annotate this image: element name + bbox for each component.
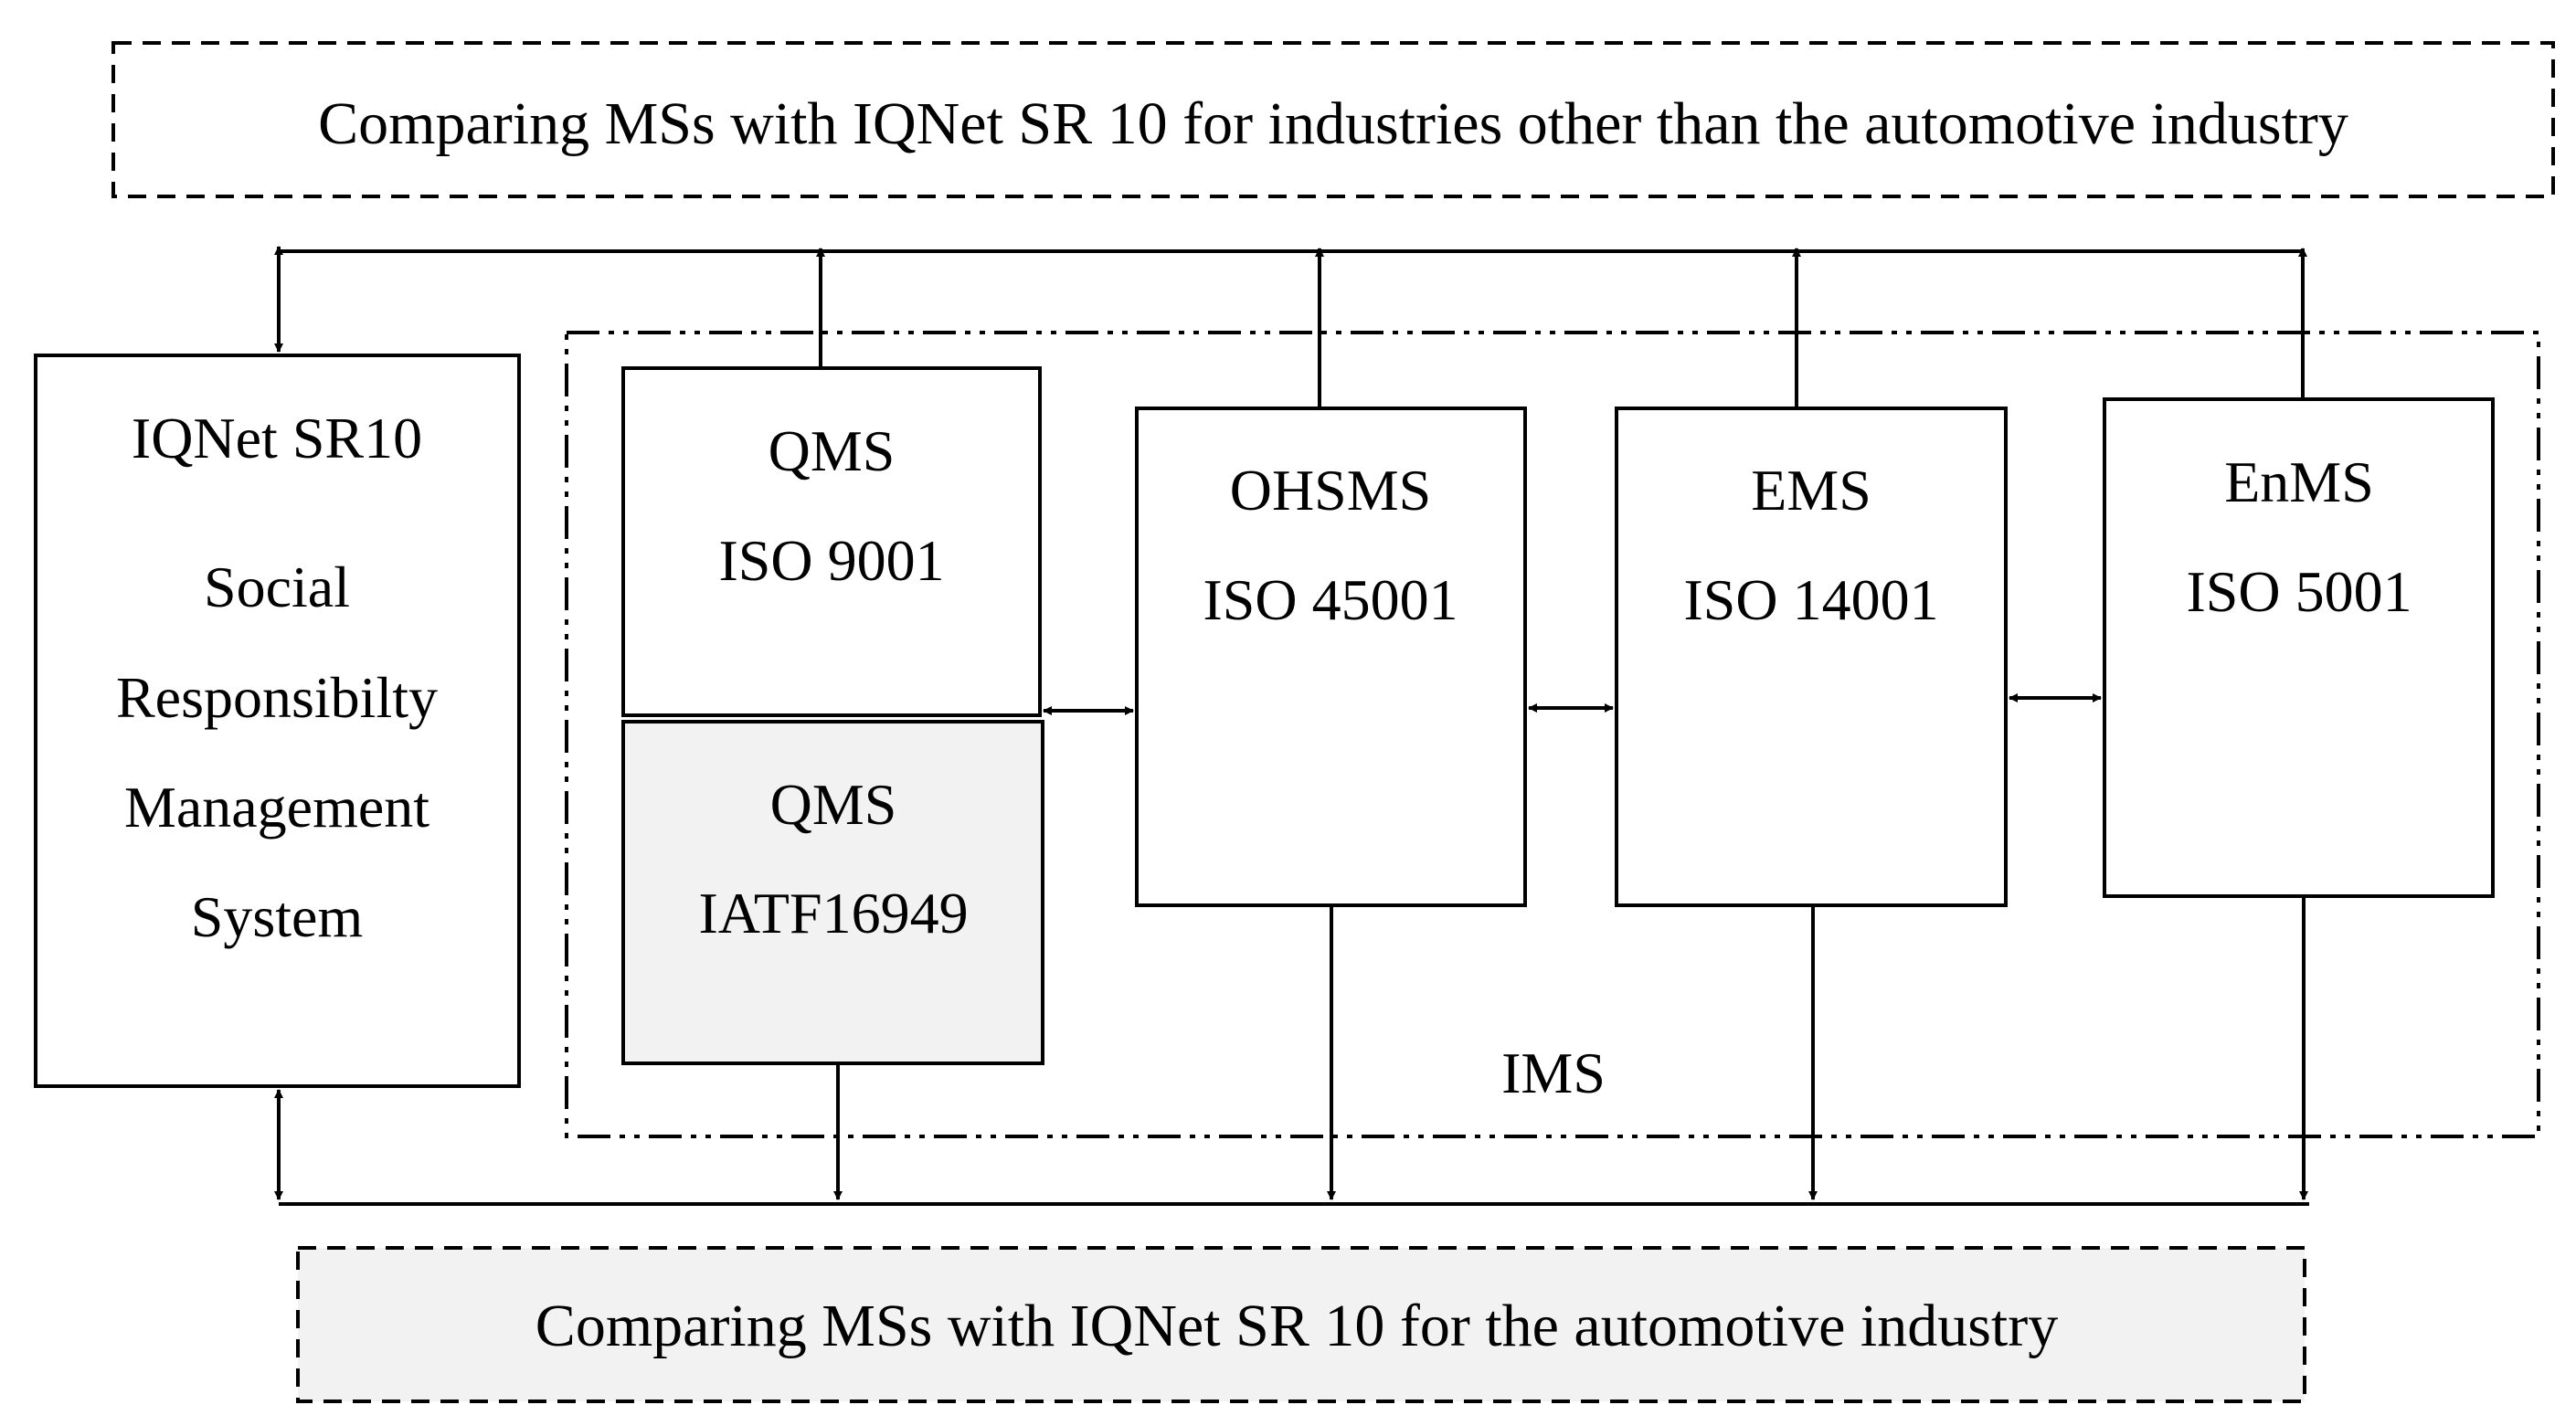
ems-box [1615, 407, 2008, 907]
qms-iso9001-line2: ISO 9001 [718, 528, 945, 593]
iqnet-line-social: Social [204, 555, 350, 619]
iqnet-line-system: System [190, 884, 364, 949]
ohsms-line2: ISO 45001 [1203, 567, 1458, 632]
iqnet-box [34, 354, 521, 1088]
ems-line1: EMS [1751, 458, 1871, 523]
qms-iatf-line2: IATF16949 [698, 881, 969, 945]
ohsms-box [1135, 407, 1527, 907]
enms-line2: ISO 5001 [2186, 559, 2412, 624]
qms-iso9001-box [621, 366, 1042, 717]
enms-box [2103, 397, 2495, 898]
ems-line2: ISO 14001 [1683, 567, 1939, 632]
iqnet-title: IQNet SR10 [131, 406, 423, 470]
enms-line1: EnMS [2224, 449, 2374, 514]
iqnet-line-management: Management [123, 775, 430, 840]
bottom-caption-text: Comparing MSs with IQNet SR 10 for the a… [535, 1293, 2059, 1359]
qms-iatf-box [621, 720, 1044, 1065]
ims-container [565, 331, 2540, 1138]
iqnet-line-responsibility: Responsibilty [115, 665, 439, 730]
ohsms-line1: OHSMS [1229, 458, 1432, 523]
ims-label: IMS [1501, 1040, 1606, 1105]
qms-iso9001-line1: QMS [768, 418, 896, 483]
top-caption-text: Comparing MSs with IQNet SR 10 for indus… [318, 90, 2348, 157]
top-caption-box [111, 41, 2555, 198]
qms-iatf-line1: QMS [769, 772, 897, 837]
bottom-caption-box [296, 1246, 2306, 1403]
